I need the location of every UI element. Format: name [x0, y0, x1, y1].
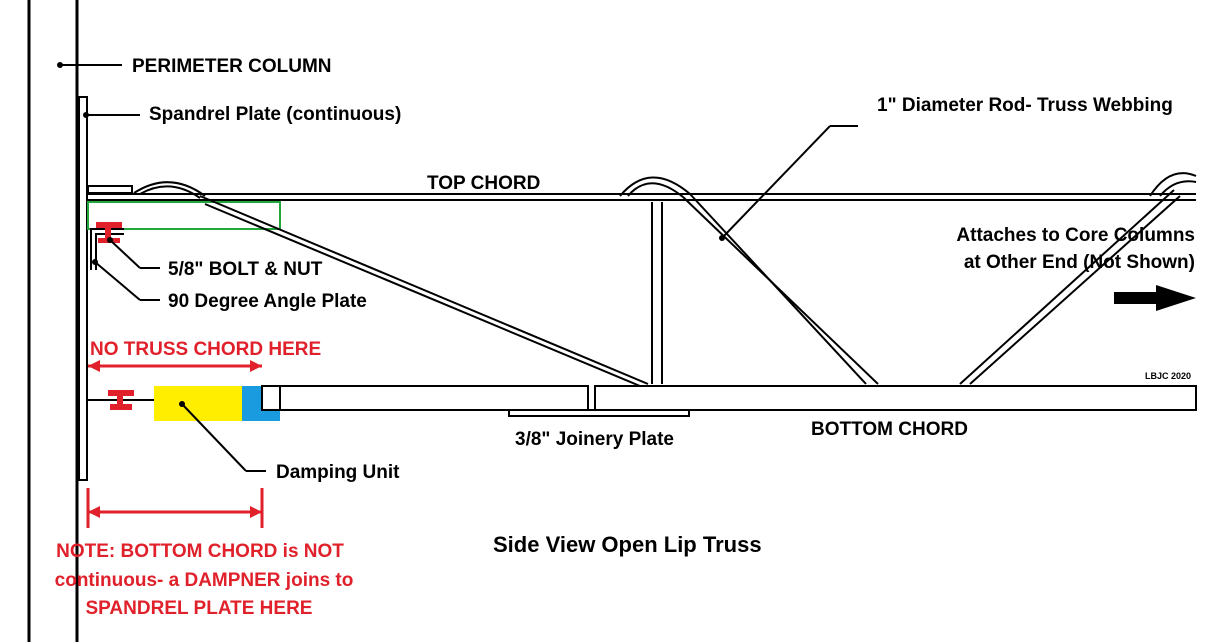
- label-perimeter-column: PERIMETER COLUMN: [132, 56, 332, 77]
- leader-lines: [57, 62, 858, 472]
- bottom-chord: [261, 385, 1197, 411]
- top-chord: [87, 185, 1196, 201]
- label-top-chord: TOP CHORD: [427, 173, 540, 194]
- label-bottom-chord: BOTTOM CHORD: [811, 419, 968, 440]
- label-spandrel-plate: Spandrel Plate (continuous): [149, 104, 401, 125]
- label-joinery-plate: 3/8" Joinery Plate: [515, 429, 674, 450]
- label-note-line3: SPANDREL PLATE HERE: [86, 598, 313, 619]
- label-credit: LBJC 2020: [1145, 371, 1191, 381]
- right-arrow-icon: [1114, 285, 1196, 311]
- label-note-line2: continuous- a DAMPNER joins to: [55, 570, 354, 591]
- damping-unit: [154, 385, 281, 421]
- diagram-title: Side View Open Lip Truss: [493, 532, 762, 557]
- label-bolt-nut: 5/8" BOLT & NUT: [168, 259, 323, 280]
- angle-plate: [90, 228, 124, 270]
- lower-bolt-icon: [87, 390, 154, 410]
- joinery-plate: [508, 409, 690, 417]
- label-angle-plate: 90 Degree Angle Plate: [168, 291, 367, 312]
- bearing-plate-outline: [87, 201, 281, 230]
- note-dimension: [86, 488, 264, 528]
- label-note-line1: NOTE: BOTTOM CHORD is NOT: [56, 541, 344, 562]
- label-rod-webbing: 1" Diameter Rod- Truss Webbing: [877, 95, 1173, 116]
- label-attaches-line1: Attaches to Core Columns: [956, 225, 1195, 246]
- truss-webbing: [133, 172, 1197, 387]
- label-no-truss-chord: NO TRUSS CHORD HERE: [90, 339, 321, 360]
- label-damping-unit: Damping Unit: [276, 462, 400, 483]
- label-attaches-line2: at Other End (Not Shown): [964, 252, 1195, 273]
- no-chord-dimension: [88, 360, 262, 372]
- perimeter-column: [27, 0, 79, 642]
- spandrel-plate: [78, 96, 88, 481]
